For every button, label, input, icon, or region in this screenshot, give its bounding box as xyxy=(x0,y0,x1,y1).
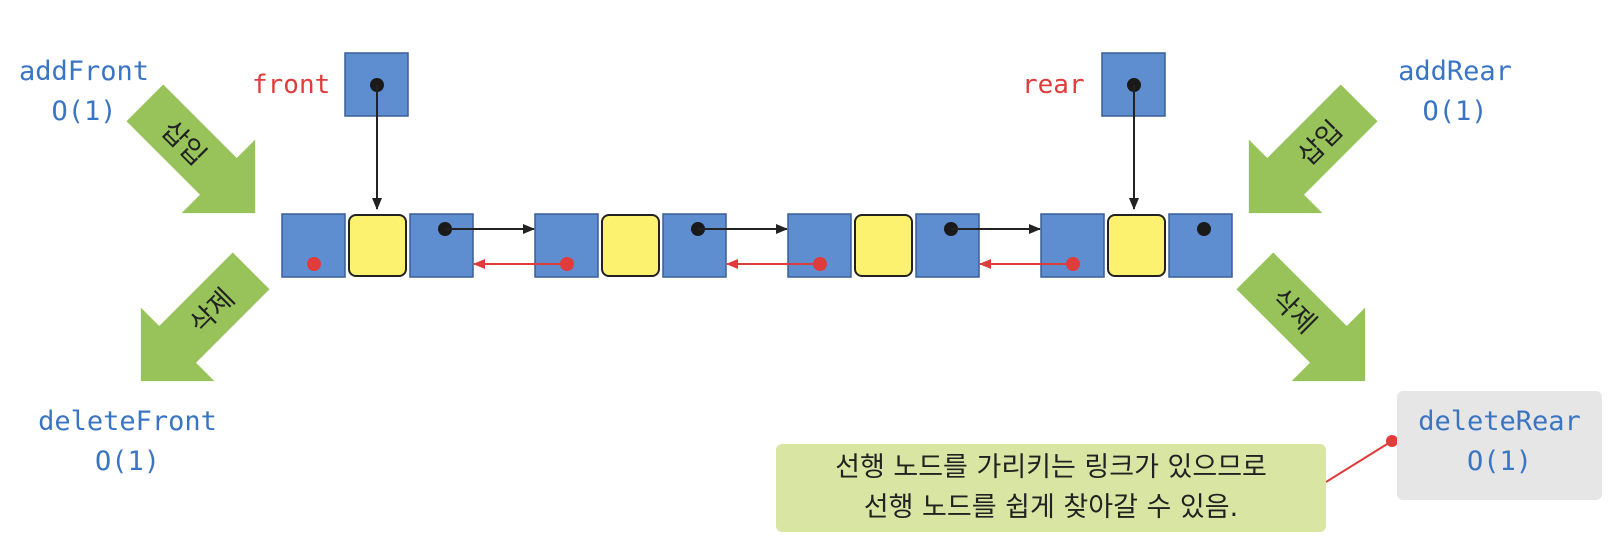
front-label: front xyxy=(252,70,331,100)
add-front-op: addFront O(1) xyxy=(4,52,164,132)
front-pointer xyxy=(344,52,409,210)
note-connector-dot xyxy=(1386,435,1398,447)
delete-rear-op: deleteRear O(1) xyxy=(1397,402,1602,482)
rear-label: rear xyxy=(1022,70,1085,100)
note-connector-line xyxy=(1325,440,1393,483)
node-2-data xyxy=(601,214,660,277)
add-rear-name: addRear xyxy=(1398,56,1512,87)
node-4 xyxy=(1040,213,1233,278)
delete-rear-complexity: O(1) xyxy=(1466,446,1533,477)
delete-rear-name: deleteRear xyxy=(1418,406,1581,437)
add-front-complexity: O(1) xyxy=(51,96,117,127)
add-front-name: addFront xyxy=(18,56,150,87)
rear-pointer xyxy=(1101,52,1166,210)
node-2 xyxy=(534,213,727,278)
note-box: 선행 노드를 가리키는 링크가 있으므로 선행 노드를 쉽게 찾아갈 수 있음. xyxy=(776,444,1326,532)
node-1-llink-dot xyxy=(307,257,321,271)
delete-front-arrow: 삭제 xyxy=(140,252,270,382)
delete-front-op: deleteFront O(1) xyxy=(20,402,235,482)
delete-front-name: deleteFront xyxy=(38,406,217,437)
node-4-rlink-dot xyxy=(1197,222,1211,236)
node-1-data xyxy=(348,214,407,277)
node-1-llink xyxy=(281,213,346,278)
insert-rear-arrow: 삽입 xyxy=(1248,84,1378,214)
delete-rear-box xyxy=(1397,391,1602,500)
node-4-data xyxy=(1107,214,1166,277)
node-3 xyxy=(787,213,980,278)
add-rear-op: addRear O(1) xyxy=(1375,52,1535,132)
node-3-data xyxy=(854,214,913,277)
node-1 xyxy=(281,213,474,278)
delete-rear-arrow: 삭제 xyxy=(1236,252,1366,382)
node-1-rlink xyxy=(409,213,474,278)
add-rear-complexity: O(1) xyxy=(1422,96,1488,127)
note-line-2: 선행 노드를 쉽게 찾아갈 수 있음. xyxy=(863,492,1239,523)
node-list xyxy=(281,213,1233,278)
note-line-1: 선행 노드를 가리키는 링크가 있으므로 xyxy=(835,452,1267,483)
delete-front-complexity: O(1) xyxy=(94,446,161,477)
